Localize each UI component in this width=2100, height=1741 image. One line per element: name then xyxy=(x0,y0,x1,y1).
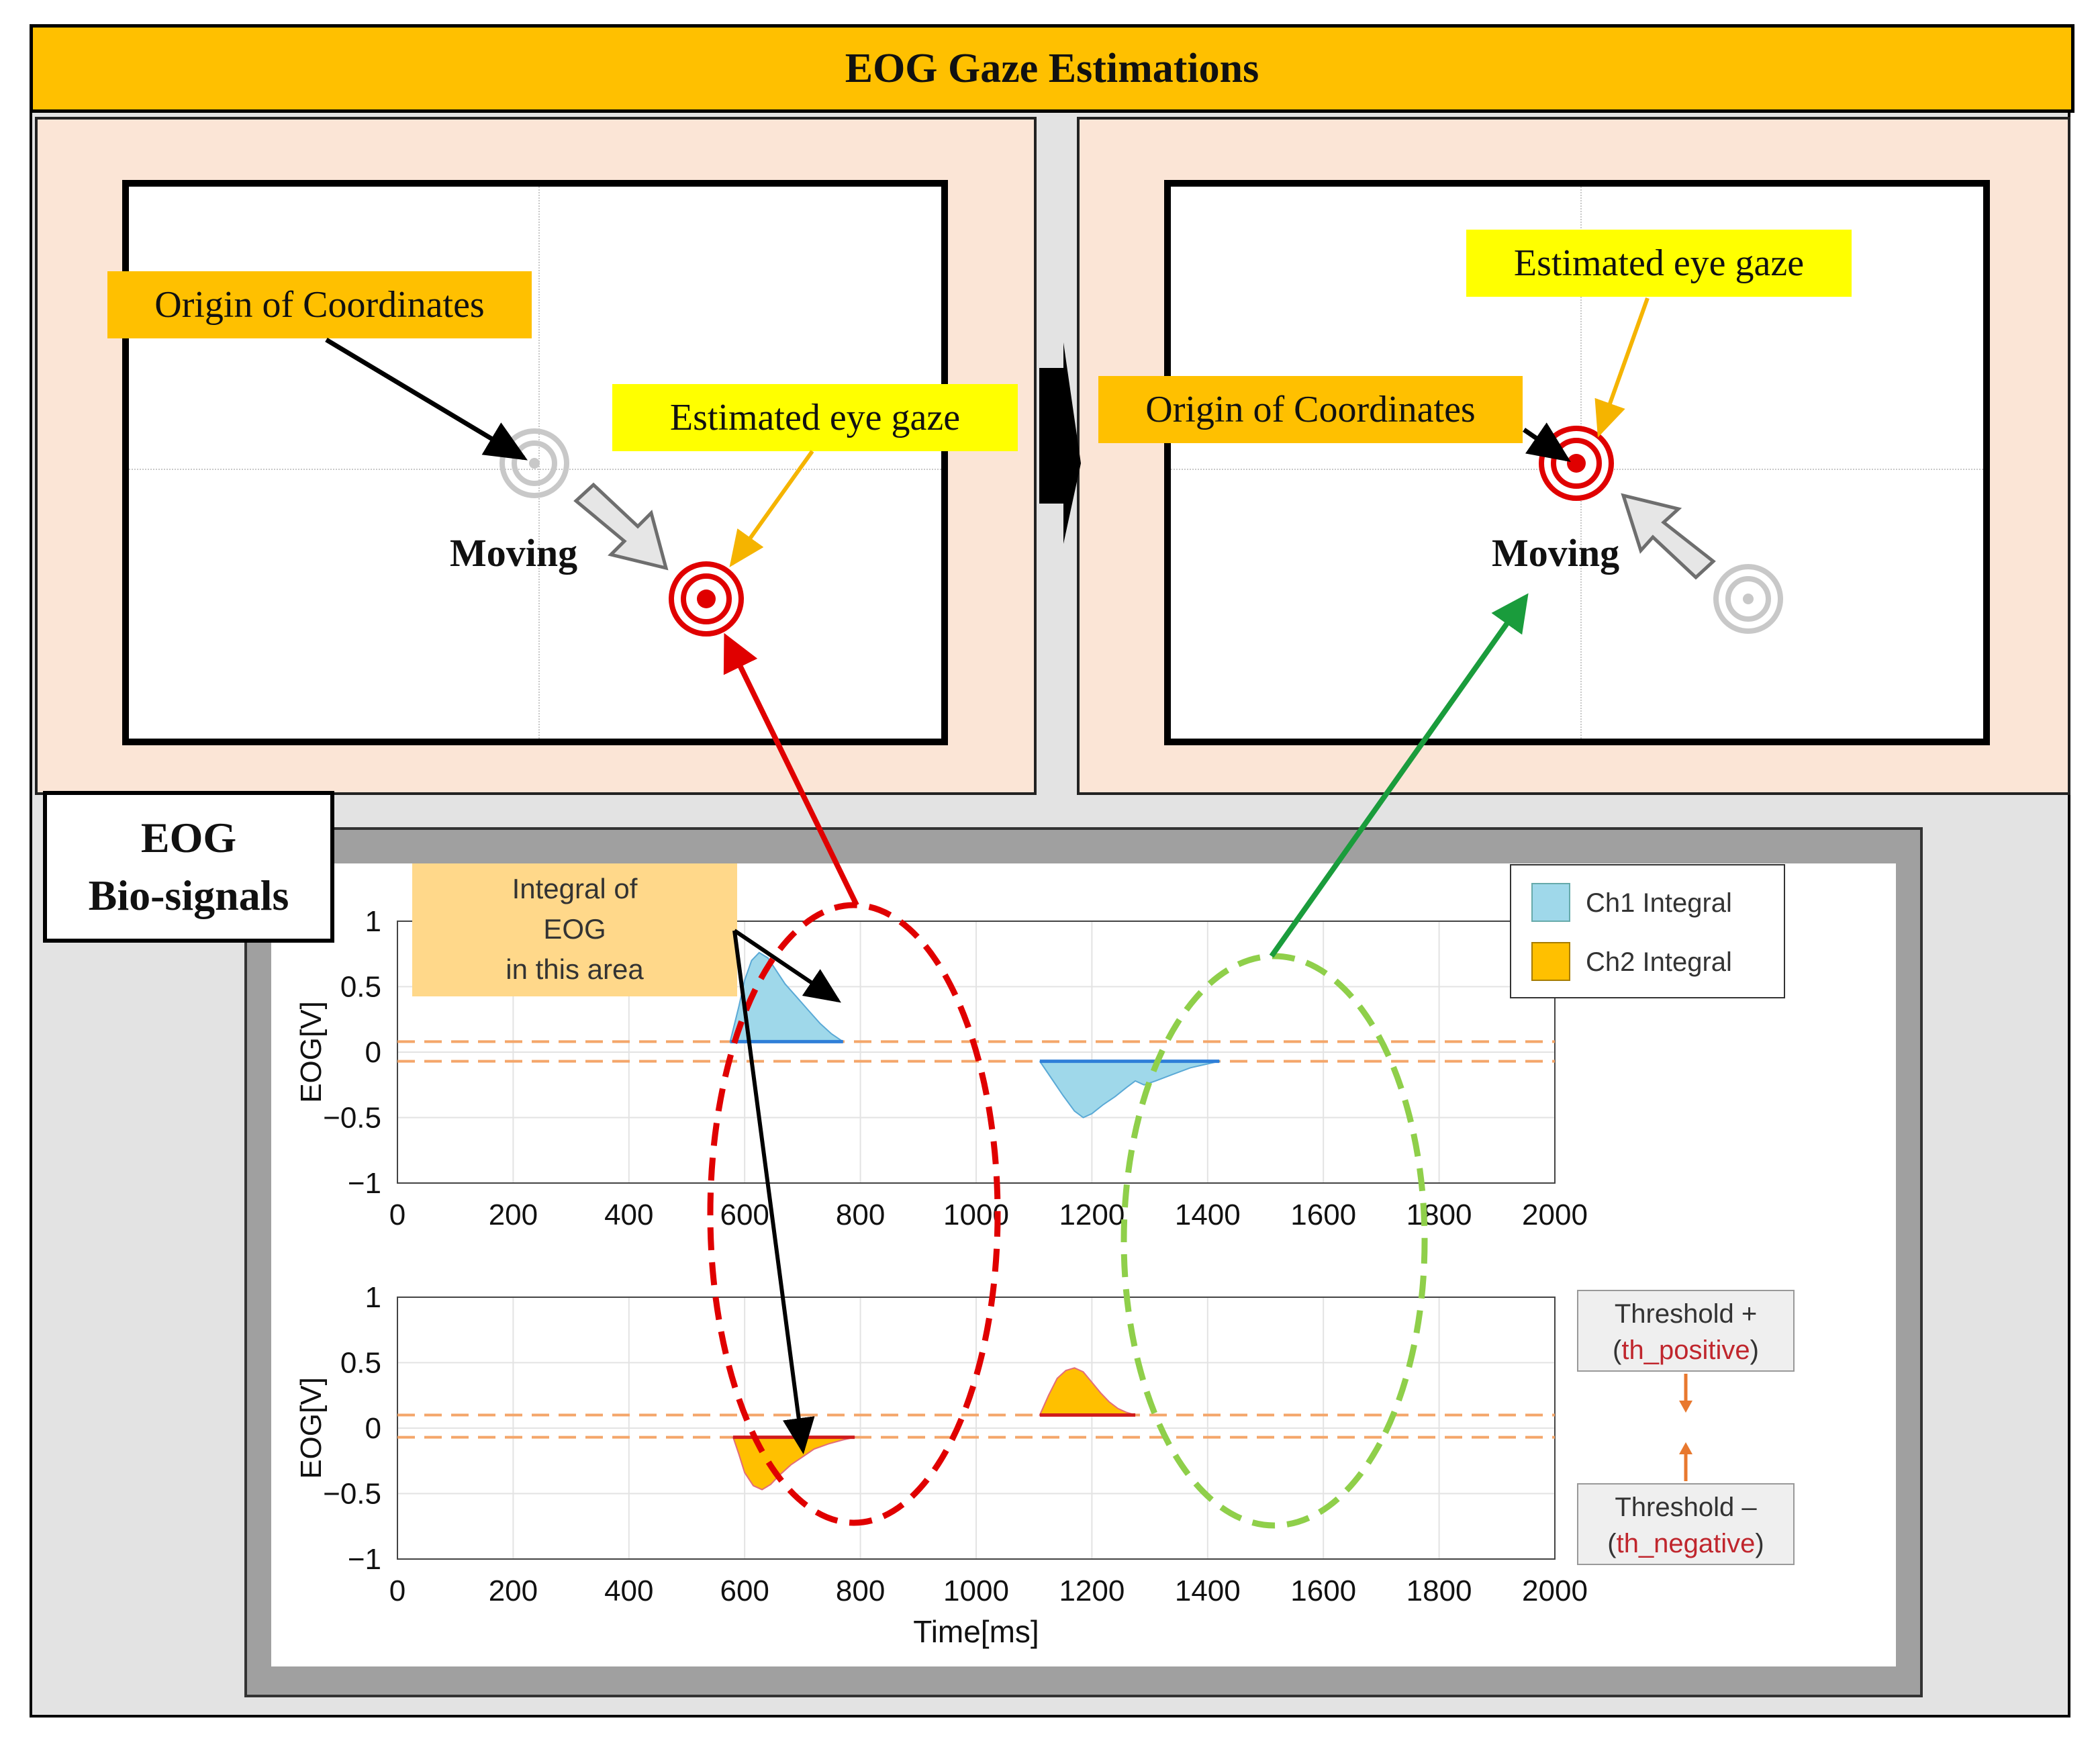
threshold-positive-name: th_positive xyxy=(1621,1335,1750,1365)
page-title: EOG Gaze Estimations xyxy=(30,24,2074,113)
threshold-positive-box xyxy=(1577,1290,1795,1372)
y-tick-label: 1 xyxy=(365,1281,381,1314)
x-tick-label: 400 xyxy=(604,1574,653,1607)
x-tick-label: 800 xyxy=(836,1574,885,1607)
bio-label-line1: EOG xyxy=(140,814,237,861)
threshold-positive-close: ) xyxy=(1750,1335,1759,1365)
integral-note-line3: in this area xyxy=(506,953,644,985)
left-gaze-label: Estimated eye gaze xyxy=(612,384,1018,451)
left-origin-target-icon xyxy=(499,428,569,498)
x-tick-label: 1400 xyxy=(1175,1198,1241,1231)
x-tick-label: 800 xyxy=(836,1198,885,1231)
integral-note-line2: EOG xyxy=(543,913,606,945)
left-horizontal-guide xyxy=(129,469,941,470)
integral-note-box xyxy=(412,863,737,996)
left-gaze-pointer-arrow xyxy=(729,450,814,567)
right-gaze-pointer-arrow xyxy=(1594,297,1650,438)
x-tick-label: 0 xyxy=(389,1574,405,1607)
threshold-negative-open: ( xyxy=(1607,1529,1617,1558)
threshold-negative-box xyxy=(1577,1483,1795,1565)
x-tick-label: 1000 xyxy=(943,1574,1009,1607)
right-origin-target-icon xyxy=(1539,426,1614,501)
x-tick-label: 400 xyxy=(604,1198,653,1231)
legend-ch1-label: Ch1 Integral xyxy=(1586,888,1732,918)
threshold-positive-arrowhead xyxy=(1679,1401,1692,1413)
x-tick-label: 1600 xyxy=(1290,1574,1356,1607)
legend-swatch-ch1 xyxy=(1531,883,1570,922)
legend-swatch-ch2 xyxy=(1531,942,1570,981)
x-tick-label: 600 xyxy=(720,1198,769,1231)
x-tick-label: 2000 xyxy=(1522,1198,1588,1231)
x-tick-label: 2000 xyxy=(1522,1574,1588,1607)
left-origin-label: Origin of Coordinates xyxy=(107,271,532,338)
x-tick-label: 600 xyxy=(720,1574,769,1607)
y-tick-label: 0.5 xyxy=(340,971,381,1004)
threshold-negative-name-line: (th_negative) xyxy=(1607,1529,1764,1558)
threshold-negative-arrowhead xyxy=(1679,1442,1692,1454)
left-moving-arrow-icon xyxy=(573,482,669,571)
x-tick-label: 1800 xyxy=(1406,1198,1472,1231)
x-tick-label: 200 xyxy=(489,1574,538,1607)
y-tick-label: −1 xyxy=(348,1167,381,1200)
right-gaze-label: Estimated eye gaze xyxy=(1466,230,1852,297)
threshold-negative-close: ) xyxy=(1755,1529,1764,1558)
y-tick-label: 0 xyxy=(365,1036,381,1069)
bio-label-line2: Bio-signals xyxy=(88,872,289,919)
threshold-negative-name: th_negative xyxy=(1617,1529,1756,1558)
x-tick-label: 1000 xyxy=(943,1198,1009,1231)
x-tick-label: 1800 xyxy=(1406,1574,1472,1607)
transition-arrow-icon xyxy=(1039,342,1081,544)
x-tick-label: 1200 xyxy=(1059,1574,1125,1607)
right-previous-target-icon xyxy=(1713,564,1783,634)
x-tick-label: 1200 xyxy=(1059,1198,1125,1231)
threshold-positive-name-line: (th_positive) xyxy=(1613,1335,1759,1365)
y-tick-label: 0 xyxy=(365,1412,381,1445)
right-moving-label: Moving xyxy=(1492,531,1620,575)
integral-note-line1: Integral of xyxy=(512,873,638,904)
y-tick-label: −1 xyxy=(348,1543,381,1576)
right-origin-label: Origin of Coordinates xyxy=(1098,376,1523,443)
x-tick-label: 200 xyxy=(489,1198,538,1231)
y-tick-label: 1 xyxy=(365,905,381,938)
right-moving-arrow-icon xyxy=(1621,493,1716,580)
y-tick-label: −0.5 xyxy=(323,1478,381,1511)
legend-ch2-label: Ch2 Integral xyxy=(1586,947,1732,977)
right-origin-pointer-arrow xyxy=(1523,422,1571,462)
x-axis-label: Time[ms] xyxy=(913,1614,1039,1649)
y-axis-label: EOG[V] xyxy=(295,1377,328,1479)
threshold-positive-open: ( xyxy=(1613,1335,1622,1365)
x-tick-label: 0 xyxy=(389,1198,405,1231)
threshold-negative-title: Threshold – xyxy=(1615,1493,1757,1522)
y-axis-label: EOG[V] xyxy=(295,1001,328,1103)
x-tick-label: 1400 xyxy=(1175,1574,1241,1607)
left-gaze-target-icon xyxy=(669,561,744,637)
bio-signals-label: EOG Bio-signals xyxy=(43,791,334,943)
y-tick-label: −0.5 xyxy=(323,1102,381,1135)
x-tick-label: 1600 xyxy=(1290,1198,1356,1231)
left-moving-label: Moving xyxy=(450,531,578,575)
chart-legend: Ch1 Integral Ch2 Integral xyxy=(1510,864,1785,998)
threshold-positive-title: Threshold + xyxy=(1615,1299,1757,1329)
left-origin-pointer-arrow xyxy=(325,337,528,461)
y-tick-label: 0.5 xyxy=(340,1347,381,1380)
